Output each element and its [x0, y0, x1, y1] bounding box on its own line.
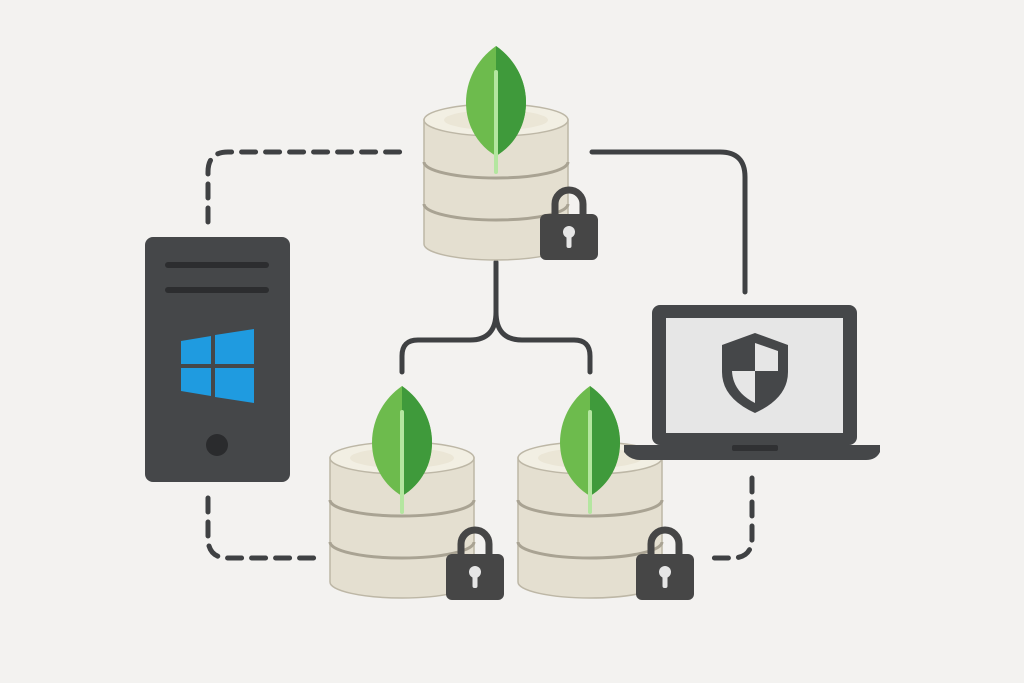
- primary-database[interactable]: [422, 44, 598, 260]
- server-slot-line: [165, 262, 269, 268]
- windows-logo-icon: [181, 329, 254, 403]
- connector-server-to-replica-left: [205, 495, 325, 561]
- shield-icon: [722, 333, 788, 413]
- power-button-icon: [206, 434, 228, 456]
- replica-database-left[interactable]: [328, 384, 504, 600]
- laptop-base: [624, 445, 880, 460]
- connector-primary-to-replicas: [399, 259, 593, 375]
- connector-laptop-to-replica-right: [707, 475, 755, 561]
- connector-server-to-primary: [205, 149, 408, 225]
- server-slot-line: [165, 287, 269, 293]
- connector-primary-to-laptop: [589, 149, 748, 295]
- laptop-trackpad-notch: [732, 445, 778, 451]
- laptop[interactable]: [624, 305, 880, 460]
- windows-server[interactable]: [145, 237, 290, 482]
- connectors: [205, 149, 755, 561]
